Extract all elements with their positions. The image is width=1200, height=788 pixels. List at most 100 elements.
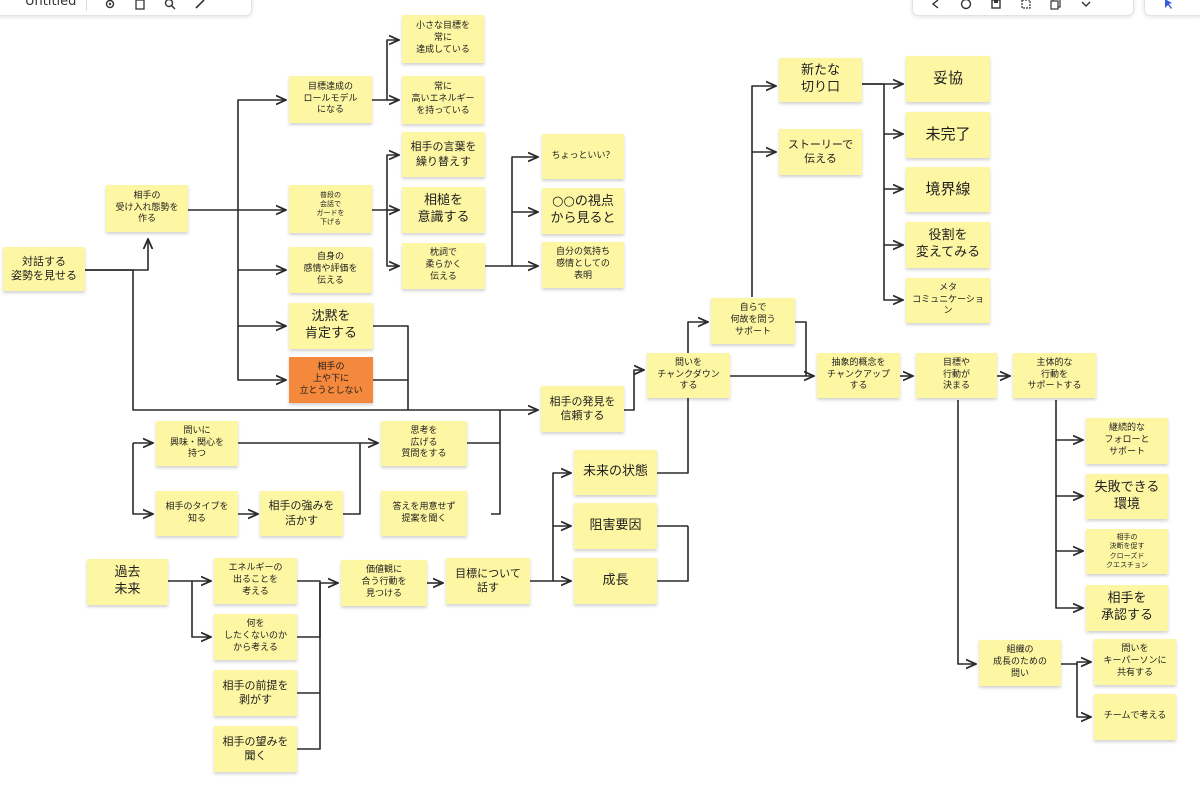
connector	[491, 443, 501, 515]
note-chotto[interactable]: ちょっといい？	[542, 134, 624, 179]
connector	[883, 134, 903, 189]
note-jishin-kanjo[interactable]: 自身の 感情や評価を 伝える	[289, 247, 372, 293]
pen-icon[interactable]	[193, 0, 207, 11]
search-icon[interactable]	[163, 0, 177, 11]
connector	[85, 239, 148, 271]
note-kiriguchi[interactable]: 新たな 切り口	[779, 58, 862, 102]
connector	[297, 583, 321, 638]
connector	[132, 443, 153, 514]
connector	[1055, 496, 1083, 551]
connector	[297, 581, 338, 583]
cursor-toolbar	[1144, 0, 1200, 16]
note-shonin[interactable]: 相手を 承認する	[1086, 585, 1168, 631]
connector	[751, 86, 776, 297]
note-shippai[interactable]: 失敗できる 環境	[1086, 474, 1168, 519]
save-icon[interactable]	[989, 0, 1003, 11]
note-shiko[interactable]: 思考を 広げる 質問をする	[381, 421, 467, 466]
note-mikanryo[interactable]: 未完了	[906, 112, 990, 158]
note-nozomi[interactable]: 相手の望みを 聞く	[214, 726, 297, 772]
note-mokuhyo-kimaru[interactable]: 目標や 行動が 決まる	[916, 353, 997, 398]
connector	[297, 693, 321, 750]
settings-icon[interactable]	[103, 0, 117, 11]
note-hakken[interactable]: 相手の発見を 信頼する	[541, 386, 624, 432]
connector	[862, 83, 903, 134]
note-high-energy[interactable]: 常に 高いエネルギー を持っている	[402, 76, 484, 124]
connector	[530, 473, 571, 582]
connector	[957, 400, 976, 664]
frame-icon[interactable]	[1019, 0, 1033, 11]
note-chiisana-mokuhyo[interactable]: 小さな目標を 常に 達成している	[402, 15, 484, 63]
connector	[188, 100, 286, 211]
note-zentei[interactable]: 相手の前提を 剥がす	[214, 670, 297, 716]
connector	[883, 189, 903, 245]
note-kotoba[interactable]: 相手の言葉を 繰り替えす	[402, 132, 485, 177]
arrow-icon[interactable]	[929, 0, 943, 11]
note-ueyashita[interactable]: 相手の 上や下に 立とうとしない	[289, 357, 373, 403]
note-guard[interactable]: 普段の 会話で ガードを 下げる	[289, 185, 372, 233]
note-mokuhyo-hanasu[interactable]: 目標について 話す	[446, 558, 530, 604]
board-title[interactable]: Untitled	[25, 0, 88, 11]
note-kyokai[interactable]: 境界線	[906, 167, 990, 212]
export-icon[interactable]	[133, 0, 147, 11]
timer-icon[interactable]	[959, 0, 973, 11]
note-yakuwari[interactable]: 役割を 変えてみる	[906, 222, 990, 268]
connector	[1061, 662, 1091, 664]
note-closed-question[interactable]: 相手の 決断を促す クローズド クエスチョン	[1086, 529, 1168, 574]
chevron-down-icon[interactable]	[1079, 0, 1093, 11]
note-naze[interactable]: 自らで 何故を問う サポート	[711, 298, 795, 344]
note-sogai[interactable]: 阻害要因	[574, 503, 657, 549]
cursor-icon[interactable]	[1161, 0, 1175, 11]
connector	[237, 210, 286, 270]
note-shiten[interactable]: ○○の視点 から見ると	[542, 188, 624, 234]
connector	[372, 40, 399, 101]
connector	[657, 526, 689, 582]
note-role-model[interactable]: 目標達成の ロールモデル になる	[289, 76, 372, 123]
note-type[interactable]: 相手のタイプを 知る	[156, 491, 238, 536]
collaboration-toolbar	[912, 0, 1134, 16]
connector	[297, 583, 321, 694]
connector	[237, 326, 286, 380]
note-chunkup[interactable]: 抽象的概念を チャンクアップ する	[817, 353, 900, 398]
connector	[1076, 664, 1091, 717]
note-keyperson[interactable]: 問いを キーパーソンに 共有する	[1094, 639, 1176, 685]
note-taiwa[interactable]: 対話する 姿勢を見せる	[3, 247, 85, 291]
connector	[485, 157, 538, 267]
note-seicho[interactable]: 成長	[574, 558, 657, 604]
copy-icon[interactable]	[1049, 0, 1063, 11]
note-shutai[interactable]: 主体的な 行動を サポートする	[1013, 353, 1096, 398]
connector	[237, 270, 286, 326]
note-soshiki[interactable]: 組織の 成長のための 問い	[979, 640, 1061, 686]
note-makura[interactable]: 枕詞で 柔らかく 伝える	[402, 243, 485, 289]
note-energy-out[interactable]: エネルギーの 出ることを 考える	[214, 558, 297, 604]
board-toolbar: Untitled	[0, 0, 252, 16]
note-kyomi[interactable]: 問いに 興味・関心を 持つ	[156, 421, 238, 466]
note-kako-mirai[interactable]: 過去 未来	[87, 559, 168, 605]
connector	[883, 245, 903, 300]
connector	[191, 581, 211, 637]
note-aizuchi[interactable]: 相槌を 意識する	[402, 187, 485, 233]
note-kachikan[interactable]: 価値観に 合う行動を 見つける	[341, 560, 427, 606]
connector	[1055, 400, 1083, 440]
connector	[386, 210, 399, 266]
note-keizoku[interactable]: 継続的な フォローと サポート	[1086, 418, 1168, 464]
connector	[372, 155, 399, 211]
note-chunkdown[interactable]: 問いを チャンクダウン する	[647, 353, 730, 398]
connector	[343, 443, 361, 515]
note-shitakunai[interactable]: 何を したくないのか から考える	[214, 614, 297, 660]
note-mirai-jotai[interactable]: 未来の状態	[574, 450, 657, 495]
note-meta[interactable]: メタ コミュニケーション	[906, 278, 990, 323]
note-dakyo[interactable]: 妥協	[906, 56, 990, 102]
note-story[interactable]: ストーリーで 伝える	[779, 129, 862, 175]
connector	[467, 410, 501, 444]
connector	[795, 321, 807, 376]
connector	[624, 370, 644, 411]
connector	[373, 325, 409, 410]
connector	[1055, 440, 1083, 496]
note-tsuyomi[interactable]: 相手の強みを 活かす	[260, 491, 343, 536]
note-chinmoku[interactable]: 沈黙を 肯定する	[289, 303, 373, 349]
note-kimochi[interactable]: 自分の気持ち 感情としての 表明	[542, 242, 624, 288]
note-team[interactable]: チームで考える	[1094, 694, 1176, 740]
note-ukeire[interactable]: 相手の 受け入れ態勢を 作る	[106, 185, 188, 232]
note-kotae[interactable]: 答えを用意せず 提案を聞く	[381, 491, 467, 536]
